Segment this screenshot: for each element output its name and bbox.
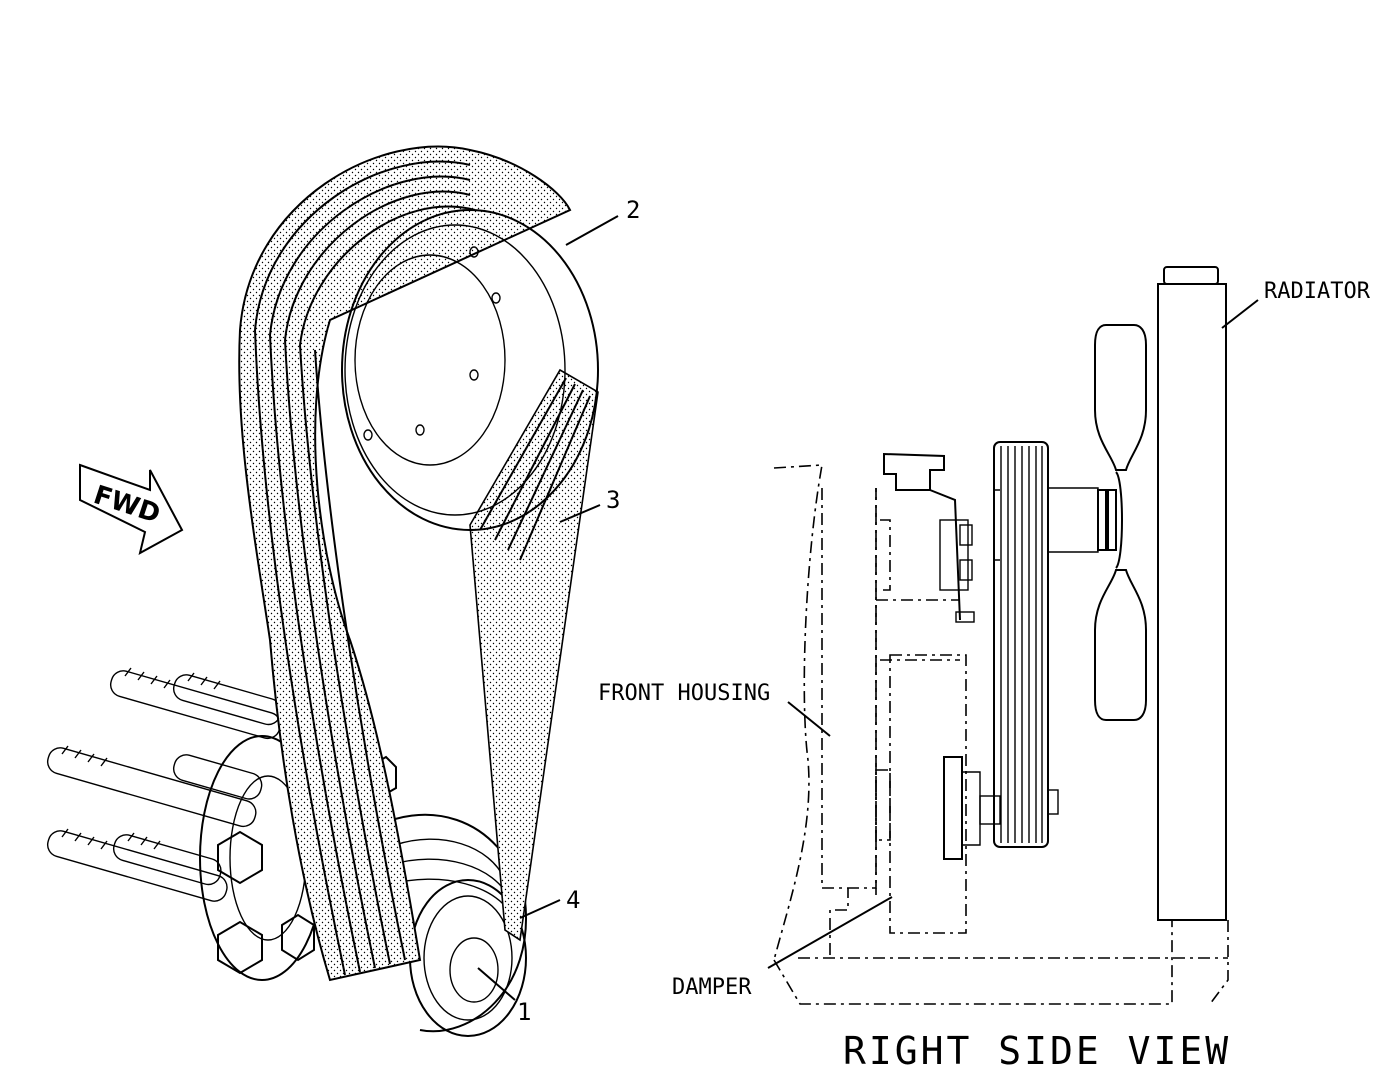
drive-belts	[469, 368, 599, 942]
svg-text:3: 3	[606, 486, 620, 514]
callout-4: 4	[519, 886, 580, 919]
belts-side	[993, 441, 1059, 848]
radiator-callout: RADIATOR	[1221, 279, 1371, 329]
radiator-label: RADIATOR	[1264, 279, 1371, 304]
svg-text:4: 4	[566, 886, 580, 914]
fan-bracket	[880, 452, 975, 623]
mounting-studs	[46, 667, 282, 902]
callout-2: 2	[565, 196, 640, 246]
front-housing	[773, 464, 1228, 1005]
front-housing-label: FRONT HOUSING	[598, 681, 770, 706]
damper-callout: DAMPER	[672, 896, 893, 1000]
svg-text:1: 1	[517, 998, 531, 1026]
callout-1: 1	[477, 967, 531, 1026]
damper-label: DAMPER	[672, 975, 752, 1000]
callout-3: 3	[559, 486, 620, 523]
fan-assembly	[993, 324, 1147, 721]
belt-front-run	[238, 145, 572, 982]
right-side-view: RADIATOR FRONT HOUSING DAMPER RIGHT SIDE…	[598, 266, 1371, 1073]
isometric-view: FWD 2 3 4 1	[46, 145, 640, 1037]
fan-pulley	[341, 209, 599, 531]
front-housing-callout: FRONT HOUSING	[598, 681, 831, 737]
radiator	[1157, 266, 1229, 1005]
svg-text:2: 2	[626, 196, 640, 224]
view-title: RIGHT SIDE VIEW	[843, 1029, 1231, 1073]
damper	[875, 654, 1001, 934]
forward-arrow: FWD	[79, 463, 184, 555]
pulley-bolt-holes	[363, 246, 501, 441]
